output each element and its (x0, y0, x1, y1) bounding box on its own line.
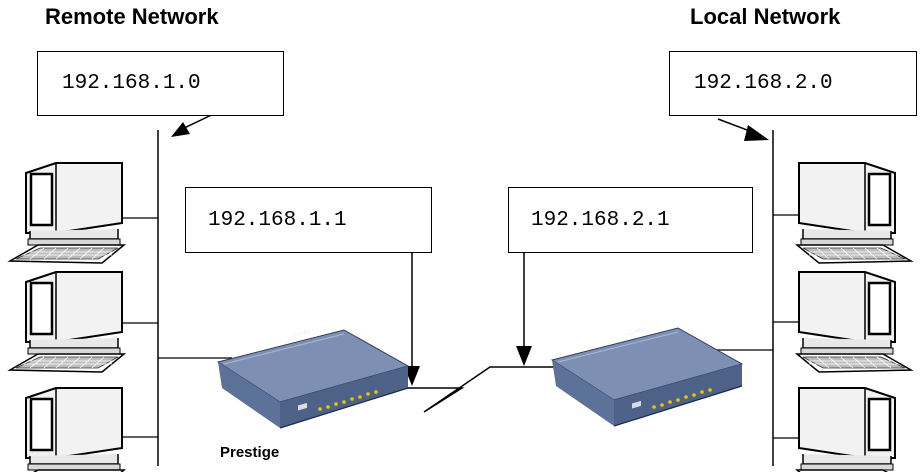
local-computer-1 (795, 161, 913, 265)
local-gateway-arrowhead (516, 346, 532, 366)
prestige-label: Prestige (220, 444, 280, 461)
remote-computer-3 (8, 386, 126, 472)
local-subnet-box: 192.168.2.0 (669, 51, 917, 116)
local-network-heading: Local Network (690, 4, 841, 29)
local-subnet-arrowhead (744, 125, 769, 141)
remote-network-heading: Remote Network (45, 4, 219, 29)
local-computer-3 (795, 386, 913, 472)
wan-link (396, 366, 566, 413)
remote-gateway-box: 192.168.1.1 (185, 187, 432, 253)
local-router-brand: ZyXEL (627, 327, 647, 337)
remote-computer-1 (8, 161, 126, 265)
remote-subnet-box: 192.168.1.0 (37, 51, 284, 116)
remote-subnet-arrowhead (171, 122, 190, 137)
local-computer-2 (795, 270, 913, 374)
prestige-router-brand: ZyXEL (293, 329, 313, 339)
prestige-router (217, 329, 409, 429)
remote-computer-2 (8, 270, 126, 374)
local-gateway-box: 192.168.2.1 (508, 187, 753, 253)
local-router (551, 327, 743, 427)
